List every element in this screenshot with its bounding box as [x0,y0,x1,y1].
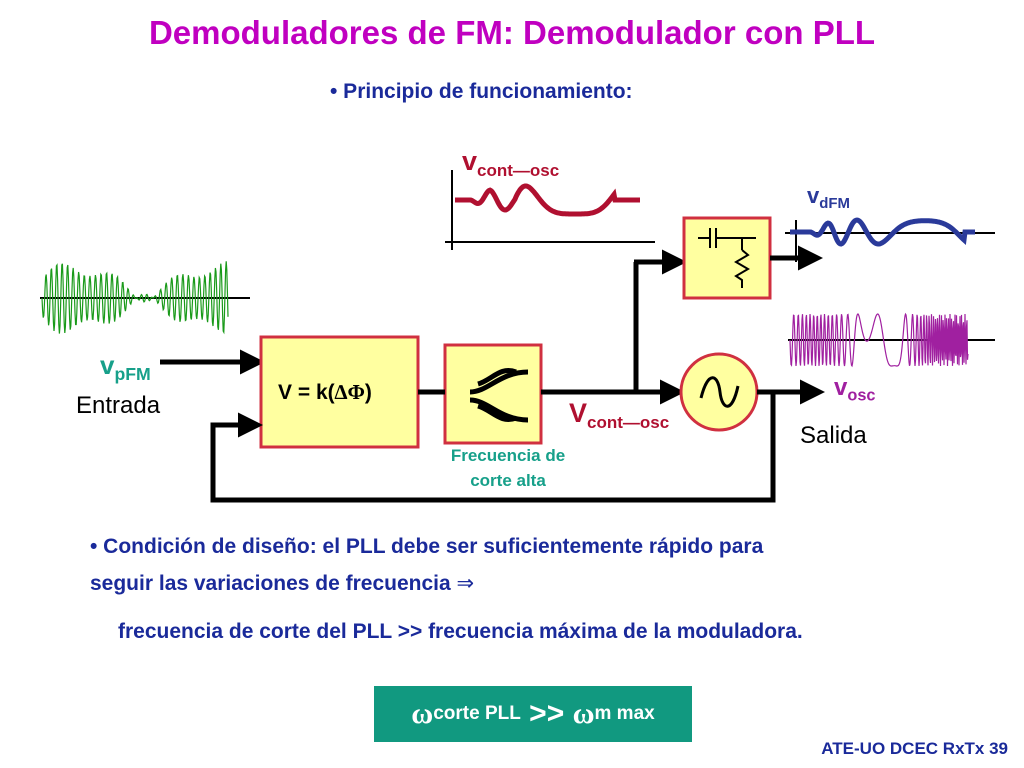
rc-network-block [682,216,772,300]
vcont-plot [445,170,655,250]
vpfm-label: vpFM [100,350,151,385]
sine-icon [699,376,740,408]
salida-label: Salida [800,422,867,449]
vosc-plot [788,312,995,368]
filter-icon [469,368,529,423]
vcont-mid-label: Vcont—osc [569,398,670,432]
input-fm-signal [40,261,250,335]
vcont-top-label: vcont—osc [462,146,560,180]
vdfm-plot [785,217,995,262]
vosc-waveform [789,312,969,368]
capacitor-resistor-icon [698,228,756,288]
vosc-label: vosc [834,374,876,405]
feedback-loop-wire [210,392,776,503]
low-pass-filter-block [443,343,543,445]
vcont-waveform [455,183,640,217]
design-condition-line-1: • Condición de diseño: el PLL debe ser s… [90,535,764,558]
vdfm-waveform [790,217,975,247]
slide-footer: ATE-UO DCEC RxTx 39 [821,739,1008,758]
page-title: Demoduladores de FM: Demodulador con PLL [148,14,876,51]
entrada-label: Entrada [76,392,161,419]
input-fm-waveform [41,261,229,335]
design-condition-line-3: frecuencia de corte del PLL >> frecuenci… [118,620,803,643]
design-condition-line-2: seguir las variaciones de frecuencia ⇒ [90,571,475,595]
vdfm-label: vdFM [807,183,850,213]
implies-icon: ⇒ [456,571,475,595]
subtitle: • Principio de funcionamiento: [330,80,633,103]
phase-detector-label: V = k(∆Φ) [278,380,372,404]
